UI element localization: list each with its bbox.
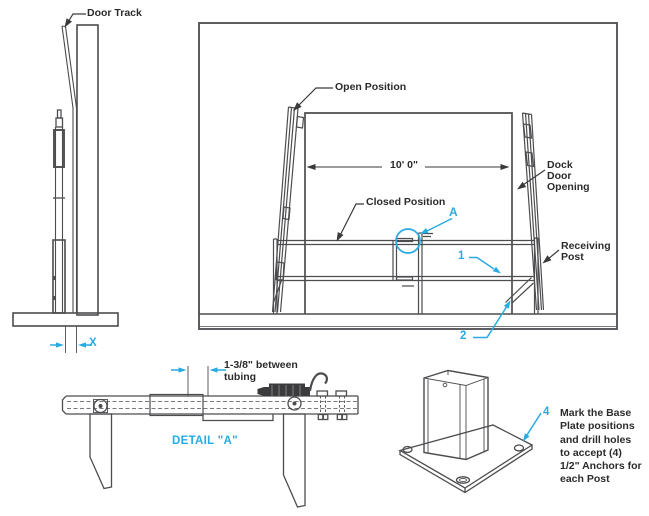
callout-4-label: 4: [543, 406, 550, 418]
note-line: to accept (4): [560, 446, 622, 459]
dock-door-opening-line3: Opening: [547, 181, 590, 193]
arrowhead-icon: [517, 181, 527, 190]
right-door-open: [521, 112, 545, 311]
note-line: Plate positions: [560, 420, 635, 433]
base-plate-note: Mark the Base Plate positions and drill …: [560, 407, 642, 487]
gate-rails: [277, 239, 535, 282]
note-line: Mark the Base: [560, 407, 632, 419]
arrowhead-icon: [523, 433, 530, 442]
detail-a-drawing: [61, 366, 359, 508]
arrowhead-icon: [500, 164, 510, 170]
clamp-body: [264, 387, 310, 396]
receiving-post-line1: Receiving: [561, 240, 611, 252]
main-view-drawing: [198, 22, 618, 330]
dock-door-opening-line1: Dock: [547, 159, 573, 171]
anchor-hole: [455, 476, 471, 484]
hook: [308, 372, 328, 392]
arrowhead-icon: [336, 232, 344, 242]
label-leaders: [293, 87, 560, 264]
arrowhead-icon: [306, 164, 316, 170]
arrowhead-icon: [178, 367, 187, 373]
x-dimension-label: X: [89, 337, 97, 349]
callout-4-leader: [523, 412, 542, 442]
tubing-dim-line2: tubing: [224, 370, 257, 383]
cyan-callout-graphics: [395, 217, 511, 339]
callout-2-label: 2: [460, 330, 467, 342]
callout-a-label: A: [449, 205, 458, 219]
dock-door-opening-line2: Door: [547, 170, 572, 182]
note-line: and drill holes: [560, 433, 632, 446]
base-plate-drawing: [398, 369, 534, 494]
callout-1-label: 1: [458, 250, 465, 262]
tubing-dimension-label: 1-3/8" between tubing: [224, 359, 298, 383]
arrowhead-icon: [209, 367, 218, 373]
center-post-left: [392, 240, 398, 281]
receiving-post-label: Receiving Post: [561, 241, 611, 263]
closed-position-label: Closed Position: [366, 196, 446, 208]
open-position-label: Open Position: [335, 81, 407, 93]
hinge-plate: [282, 413, 306, 508]
note-line: 1/2" Anchors for: [560, 460, 642, 473]
opening-width-dimension: [306, 164, 510, 170]
dock-door-opening-outline: [304, 112, 513, 314]
detail-a-circle: [395, 228, 421, 254]
arrowhead-icon: [78, 342, 86, 348]
wall-outline: [198, 22, 618, 330]
detail-a-title: DETAIL "A": [172, 435, 238, 447]
tubing-dim-line1: 1-3/8" between: [224, 359, 298, 371]
hinge-plate: [89, 413, 113, 490]
side-view-drawing: [12, 24, 119, 353]
arrowhead-icon: [293, 102, 302, 111]
arrowhead-icon: [56, 342, 64, 348]
note-line: each Post: [560, 473, 610, 486]
arrowhead-icon: [64, 18, 72, 28]
door-track-label: Door Track: [87, 7, 142, 19]
arrowhead-icon: [542, 255, 552, 264]
x-dimension-arrows: [50, 342, 92, 348]
tubing-dimension-arrows: [171, 367, 226, 373]
receiving-post-line2: Post: [561, 251, 584, 263]
opening-width-dimension-label: 10' 0": [390, 159, 418, 171]
door-track-leader: [64, 13, 86, 28]
arrowhead-icon: [503, 300, 511, 309]
dock-door-opening-label: Dock Door Opening: [547, 160, 590, 193]
arrowhead-icon: [492, 266, 501, 274]
left-door-open: [271, 106, 299, 313]
arrowhead-icon: [420, 228, 429, 234]
